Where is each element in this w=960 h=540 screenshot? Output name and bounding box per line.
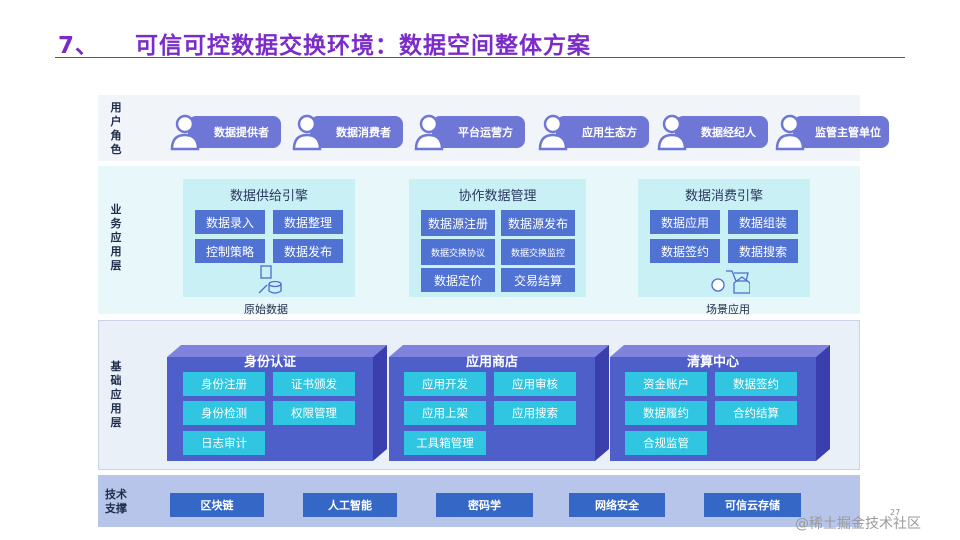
- box-data-publish: 数据发布: [273, 239, 343, 263]
- title-number: 7、: [58, 33, 100, 59]
- role-label: 数据提供者: [214, 126, 269, 139]
- person-icon: [775, 114, 805, 151]
- box-app-dev: 应用开发: [404, 372, 486, 396]
- box-data-pricing: 数据定价: [421, 268, 495, 292]
- role-data-broker: 数据经纪人: [675, 116, 768, 148]
- page-number: 27: [890, 508, 901, 517]
- cube-clearing-shading: [610, 345, 830, 461]
- person-icon: [657, 114, 687, 151]
- role-label: 数据经纪人: [701, 126, 756, 139]
- tech-network-security: 网络安全: [569, 493, 665, 517]
- box-data-contract: 数据签约: [650, 239, 720, 263]
- page-title: 7、 可信可控数据交换环境：数据空间整体方案: [58, 26, 591, 60]
- box-data-signing: 数据签约: [715, 372, 797, 396]
- box-identity-check: 身份检测: [183, 401, 265, 425]
- panel-title: 数据消费引擎: [684, 189, 763, 204]
- panel-data-consume-engine: 数据消费引擎 数据应用 数据组装 数据签约 数据搜索: [638, 179, 810, 297]
- cube-title: 应用商店: [465, 355, 518, 370]
- caption-scene-app: 场景应用: [706, 303, 750, 316]
- title-text: 可信可控数据交换环境：数据空间整体方案: [135, 33, 592, 59]
- panel-collab-data-management: 协作数据管理 数据源注册 数据源发布 数据交换协议 数据交换监控 数据定价 交易…: [409, 179, 586, 297]
- title-divider: [55, 57, 905, 58]
- raw-data-icon: [258, 265, 282, 294]
- tech-blockchain: 区块链: [170, 493, 264, 517]
- box-permission-mgmt: 权限管理: [273, 401, 355, 425]
- box-cert-issue: 证书颁发: [273, 372, 355, 396]
- box-log-audit: 日志审计: [183, 431, 265, 455]
- caption-raw-data: 原始数据: [244, 303, 288, 316]
- role-data-consumer: 数据消费者: [310, 116, 403, 148]
- layer-label-tech: 技术 支撑: [105, 488, 127, 515]
- layer-label-business: 业 务 应 用 层: [110, 203, 122, 272]
- box-data-entry: 数据录入: [195, 210, 265, 234]
- layer-label-base: 基 础 应 用 层: [110, 360, 122, 429]
- cube-identity-shading: [167, 345, 387, 461]
- watermark: @稀土掘金技术社区: [795, 516, 921, 532]
- panel-data-supply-engine: 数据供给引擎 数据录入 数据整理 控制策略 数据发布: [183, 179, 355, 297]
- box-compliance: 合规监管: [625, 431, 707, 455]
- tech-ai: 人工智能: [303, 493, 397, 517]
- box-data-application: 数据应用: [650, 210, 720, 234]
- role-label: 平台运营方: [458, 126, 513, 139]
- cube-title: 清算中心: [686, 355, 739, 370]
- panel-title: 协作数据管理: [458, 189, 537, 204]
- layer-label-users: 用 户 角 色: [110, 101, 122, 156]
- role-label: 数据消费者: [336, 126, 391, 139]
- box-trade-settlement: 交易结算: [501, 268, 575, 292]
- box-data-search: 数据搜索: [728, 239, 798, 263]
- role-label: 应用生态方: [582, 126, 637, 139]
- box-contract-settle: 合约结算: [715, 401, 797, 425]
- box-data-fulfill: 数据履约: [625, 401, 707, 425]
- box-app-review: 应用审核: [494, 372, 576, 396]
- panel-title: 数据供给引擎: [229, 189, 308, 204]
- role-platform-operator: 平台运营方: [432, 116, 525, 148]
- tech-cryptography: 密码学: [436, 493, 533, 517]
- box-exchange-monitor: 数据交换监控: [501, 239, 575, 265]
- box-identity-register: 身份注册: [183, 372, 265, 396]
- role-label: 监管主管单位: [815, 126, 881, 139]
- box-control-policy: 控制策略: [195, 239, 265, 263]
- cube-app-store-shading: [389, 345, 609, 461]
- person-icon: [538, 114, 568, 151]
- box-exchange-protocol: 数据交换协议: [421, 239, 495, 265]
- cube-title: 身份认证: [243, 355, 296, 370]
- person-icon: [292, 114, 322, 151]
- box-source-publish: 数据源发布: [501, 210, 575, 236]
- box-app-search: 应用搜索: [494, 401, 576, 425]
- person-icon: [414, 114, 444, 151]
- tech-trusted-cloud: 可信云存储: [704, 493, 801, 517]
- box-source-register: 数据源注册: [421, 210, 495, 236]
- box-data-assembly: 数据组装: [728, 210, 798, 234]
- box-fund-account: 资金账户: [625, 372, 707, 396]
- scene-app-icon: [711, 270, 750, 294]
- role-data-provider: 数据提供者: [188, 116, 281, 148]
- box-data-cleanup: 数据整理: [273, 210, 343, 234]
- role-app-ecosystem: 应用生态方: [556, 116, 649, 148]
- role-regulator: 监管主管单位: [793, 116, 889, 148]
- person-icon: [170, 114, 200, 151]
- box-app-listing: 应用上架: [404, 401, 486, 425]
- box-toolbox-mgmt: 工具箱管理: [404, 431, 486, 455]
